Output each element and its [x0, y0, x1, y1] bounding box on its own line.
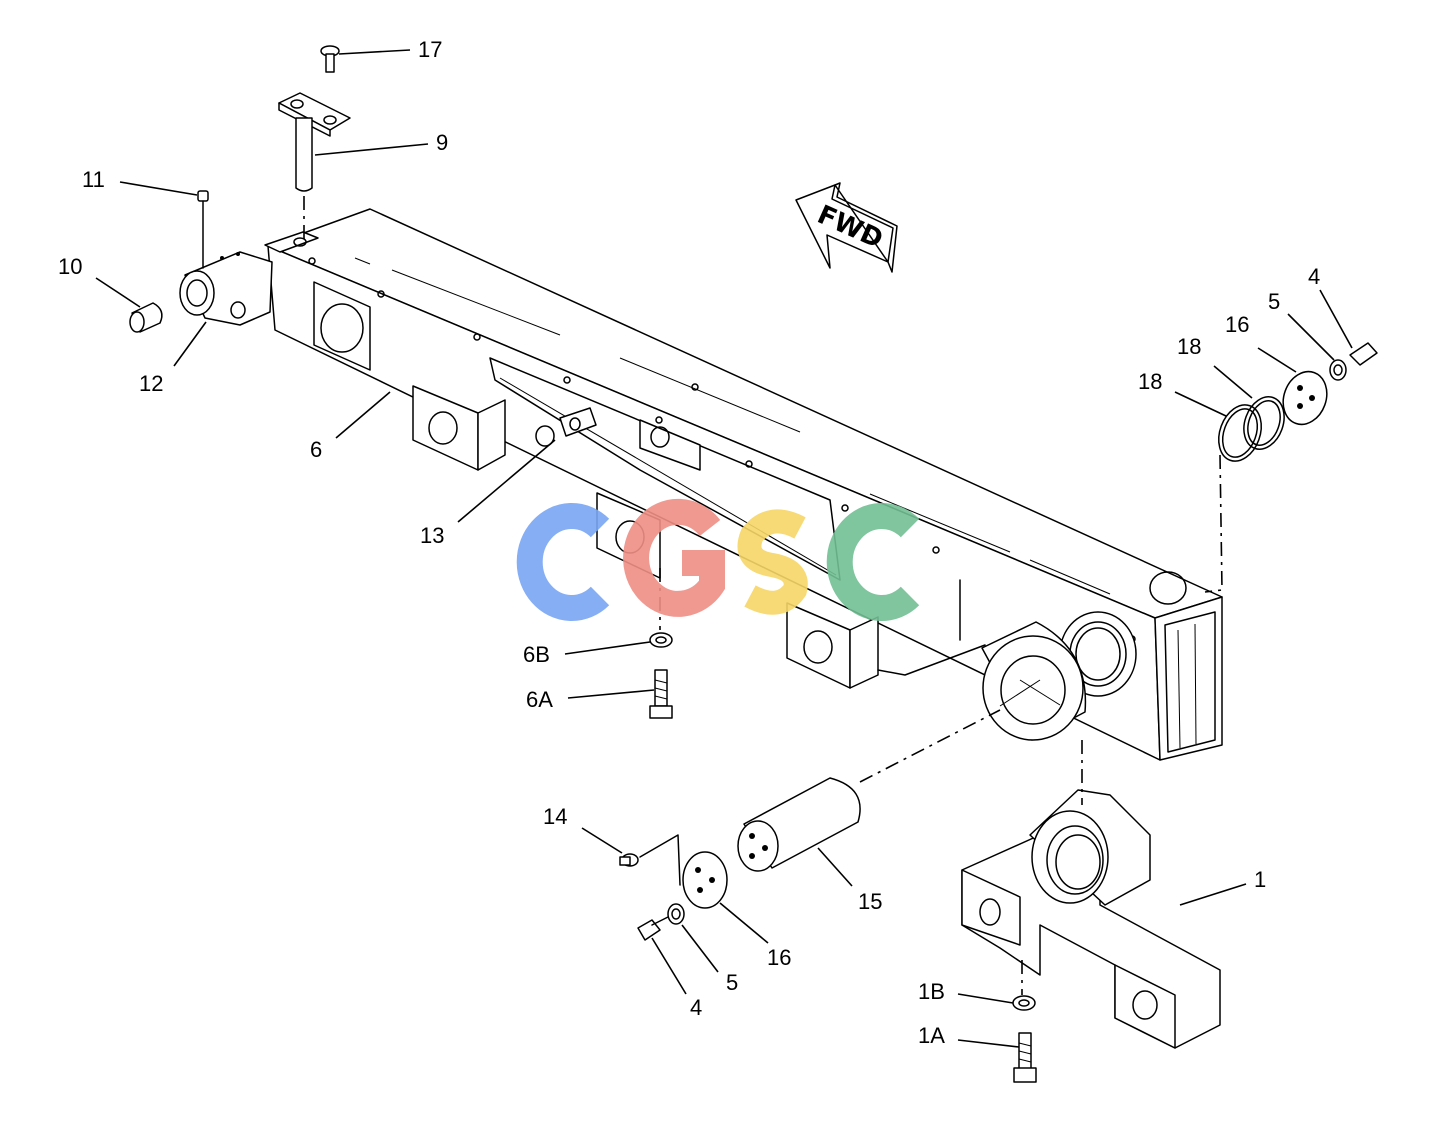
callout-5-lower: 5: [726, 970, 738, 995]
washer-part-5-lower: [667, 903, 685, 925]
callout-18-b: 18: [1138, 369, 1162, 394]
callout-4-lower: 4: [690, 995, 702, 1020]
pin-plate-part-9: [278, 92, 351, 240]
grease-fitting-part-11: [197, 190, 209, 269]
mount-bracket-part-1: [961, 740, 1221, 1049]
callout-labels: 17 9 11 10 12 6 13 6B 6A 14 15 16 5 4 1 …: [58, 37, 1320, 1048]
bolt-part-4-upper: [1349, 342, 1378, 366]
callout-1: 1: [1254, 867, 1266, 892]
fitting-part-14: [619, 853, 639, 867]
pin-part-15: [737, 709, 1001, 872]
callout-6a: 6A: [526, 687, 553, 712]
callout-16-upper: 16: [1225, 312, 1249, 337]
bolt-part-1a: [1013, 1032, 1037, 1083]
callout-9: 9: [436, 130, 448, 155]
callout-1b: 1B: [918, 979, 945, 1004]
bolt-part-4-lower: [637, 916, 669, 941]
screw-part-17: [320, 45, 340, 73]
plate-part-16-upper: [1282, 370, 1328, 426]
callout-4-upper: 4: [1308, 264, 1320, 289]
callout-6b: 6B: [523, 642, 550, 667]
main-beam-part-6: [267, 208, 1223, 761]
seal-ring-part-18-a: [1217, 404, 1263, 462]
callout-15: 15: [858, 889, 882, 914]
washer-part-1b: [1012, 995, 1036, 1011]
callout-18-a: 18: [1177, 334, 1201, 359]
callout-11: 11: [82, 167, 105, 192]
callout-6: 6: [310, 437, 322, 462]
callout-17: 17: [418, 37, 442, 62]
seal-ring-part-18-b: [1243, 396, 1285, 450]
callout-1a: 1A: [918, 1023, 945, 1048]
plate-part-16-lower: [639, 834, 728, 909]
fitting-part-13: [535, 407, 597, 447]
washer-part-5-upper: [1329, 359, 1347, 381]
fwd-direction-arrow: FWD: [795, 182, 898, 273]
callout-5-upper: 5: [1268, 289, 1280, 314]
callout-14: 14: [543, 804, 567, 829]
callout-13: 13: [420, 523, 444, 548]
cgsc-watermark: [516, 498, 920, 621]
end-block-part-12: [179, 231, 319, 326]
callout-10: 10: [58, 254, 82, 279]
callout-16-lower: 16: [767, 945, 791, 970]
callout-12: 12: [139, 371, 163, 396]
bushing-part-10: [129, 302, 163, 333]
leader-lines: [95, 49, 1353, 1048]
bolt-part-6a: [649, 669, 673, 719]
